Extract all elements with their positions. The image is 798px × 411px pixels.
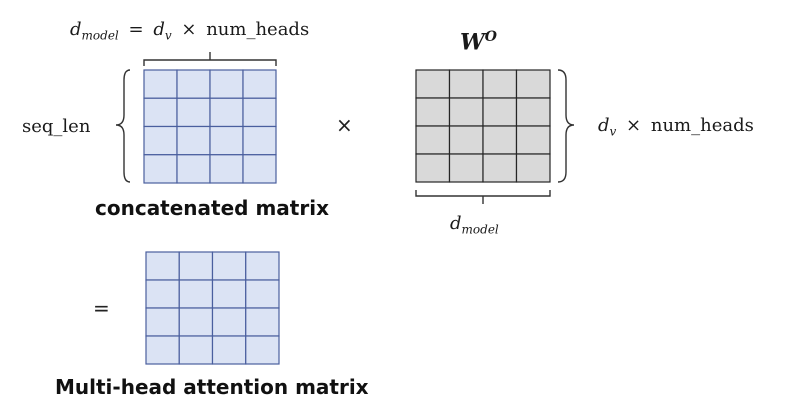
matrix-cell [242,125,277,156]
matrix-cell [448,125,484,155]
matrix-cell [482,125,518,155]
weight-matrix [415,69,551,183]
weight-matrix-label: WO [460,29,497,56]
matrix-cell [209,69,244,99]
matrix-cell [242,154,277,184]
matrix-cell [145,251,180,281]
matrix-cell [448,97,484,127]
matrix-cell [143,69,178,99]
concatenated-matrix [143,69,277,184]
matrix-cell [176,69,211,99]
left-brace [115,69,131,183]
matrix-cell [415,69,451,99]
matrix-cell [242,69,277,99]
matrix-cell [209,125,244,156]
matrix-cell [145,279,180,309]
result-matrix-caption: Multi-head attention matrix [55,375,369,399]
matrix-cell [245,279,280,309]
matrix-cell [209,97,244,128]
right-dimension-label: dv × num_heads [598,115,754,139]
matrix-cell [178,251,214,281]
matrix-cell [515,97,551,127]
matrix-cell [178,279,214,309]
matrix-cell [209,154,244,184]
bottom-brace [415,190,551,204]
matrix-cell [211,251,247,281]
matrix-cell [482,69,518,99]
top-brace [143,52,277,66]
matrix-cell [415,97,451,127]
matrix-cell [176,154,211,184]
matrix-cell [515,125,551,155]
result-matrix [145,251,280,365]
matrix-cell [515,153,551,183]
matrix-cell [211,279,247,309]
equals-symbol: = [93,296,110,320]
matrix-cell [245,307,280,337]
bottom-dimension-label: dmodel [450,213,499,237]
seq-len-label: seq_len [22,116,91,137]
matrix-cell [143,97,178,128]
matrix-cell [143,154,178,184]
matrix-cell [245,335,280,365]
matrix-cell [415,125,451,155]
matrix-cell [143,125,178,156]
right-brace [557,69,575,183]
matrix-cell [178,335,214,365]
matrix-cell [145,335,180,365]
matrix-cell [482,153,518,183]
top-dimension-label: dmodel = dv × num_heads [70,19,310,43]
matrix-cell [176,125,211,156]
matrix-cell [245,251,280,281]
matrix-cell [211,307,247,337]
matrix-cell [482,97,518,127]
matrix-cell [242,97,277,128]
concatenated-matrix-caption: concatenated matrix [95,196,329,220]
matrix-cell [415,153,451,183]
multiply-symbol: × [336,113,353,137]
matrix-cell [211,335,247,365]
matrix-cell [448,69,484,99]
matrix-cell [515,69,551,99]
matrix-cell [448,153,484,183]
matrix-cell [178,307,214,337]
matrix-cell [145,307,180,337]
matrix-cell [176,97,211,128]
